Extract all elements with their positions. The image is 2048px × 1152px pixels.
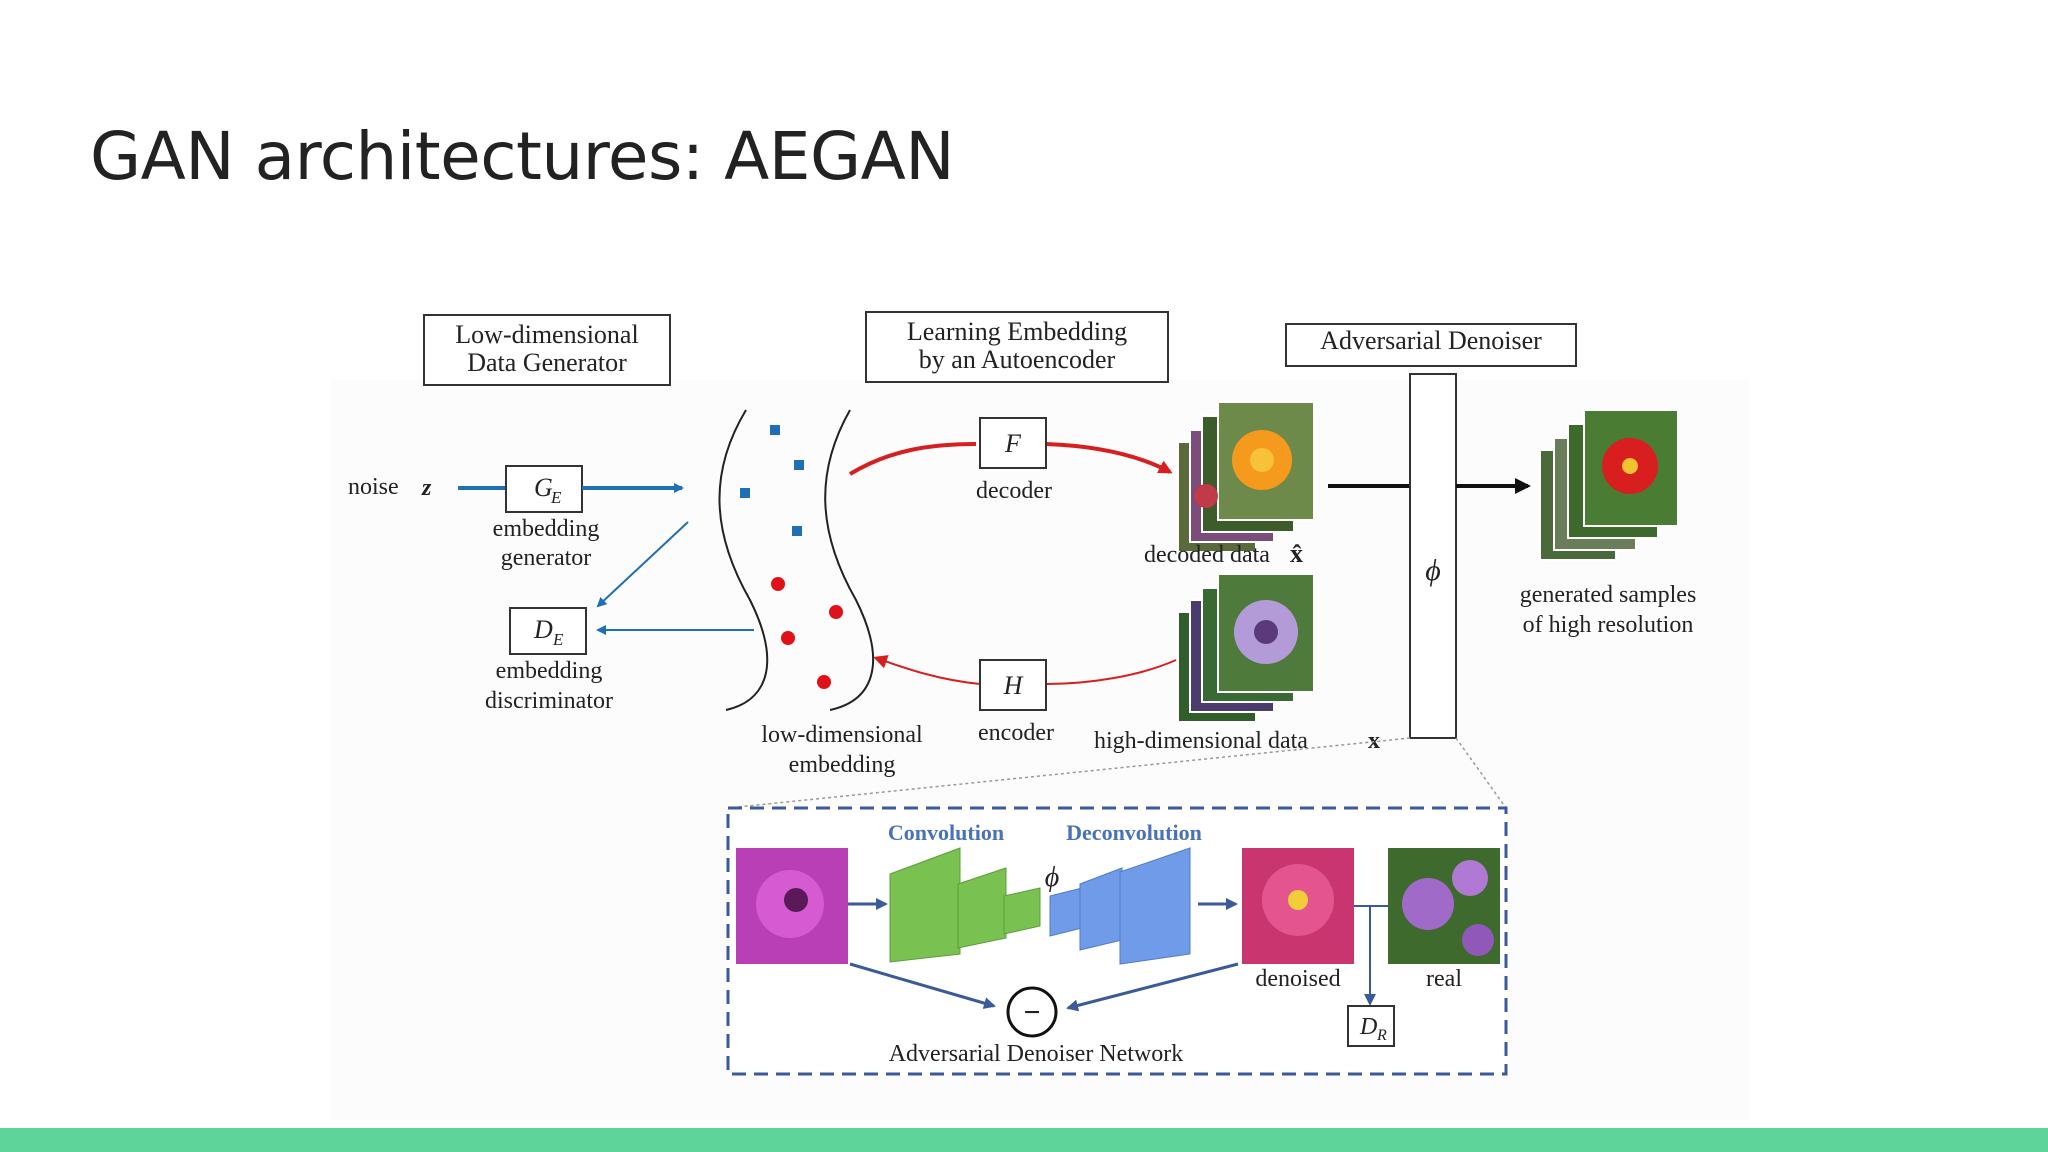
embedding-point-real xyxy=(781,631,795,645)
embedding-point-generated xyxy=(740,488,750,498)
header-autoencoder-line2: by an Autoencoder xyxy=(919,345,1116,374)
generator-subscript: E xyxy=(550,488,562,507)
deconvolution-label: Deconvolution xyxy=(1066,820,1202,845)
deconv-layer-1 xyxy=(1049,887,1083,937)
decoded-data-images xyxy=(1177,401,1315,553)
header-autoencoder: Learning Embedding by an Autoencoder xyxy=(865,311,1169,383)
noise-label: noise xyxy=(348,474,399,500)
discriminator-label-line1: embedding xyxy=(496,658,603,684)
data-to-encoder-arrow xyxy=(1045,659,1177,685)
decoder-label: decoder xyxy=(976,478,1052,504)
embedding-point-real xyxy=(817,675,831,689)
header-autoencoder-line1: Learning Embedding xyxy=(907,317,1127,346)
embedding-discriminator-box: D E xyxy=(509,607,587,655)
network-phi-symbol: ϕ xyxy=(1045,862,1060,893)
aegan-architecture-figure: Low-dimensional Data Generator Learning … xyxy=(330,300,1750,1120)
embedding-point-real xyxy=(829,605,843,619)
minus-symbol: − xyxy=(1023,996,1040,1029)
header-generator-line1: Low-dimensional xyxy=(455,320,638,349)
aegan-diagram-svg: Low-dimensional Data Generator Learning … xyxy=(330,311,1750,1120)
embedding-label-line2: embedding xyxy=(789,752,896,778)
denoiser-network-title: Adversarial Denoiser Network xyxy=(889,1041,1184,1067)
denoiser-network-panel: Convolution ϕ Deconvolution denoised rea… xyxy=(726,806,1508,1076)
deconv-layer-3 xyxy=(1119,847,1191,965)
generated-to-discriminator-arrow xyxy=(596,521,689,608)
embedding-label-line1: low-dimensional xyxy=(761,722,923,748)
slide-title: GAN architectures: AEGAN xyxy=(90,118,955,195)
minus-node xyxy=(1006,986,1058,1038)
discriminator-subscript: E xyxy=(552,630,564,649)
denoiser-discriminator-box: D R xyxy=(1347,1005,1395,1047)
decoded-data-symbol: x̂ xyxy=(1290,539,1303,568)
embedding-manifold xyxy=(718,409,875,711)
dr-symbol: D xyxy=(1359,1014,1377,1040)
embedding-to-decoder-arrow xyxy=(848,442,977,476)
discriminator-label-line2: discriminator xyxy=(485,688,613,714)
generated-samples-label-line2: of high resolution xyxy=(1523,612,1694,638)
embedding-point-generated xyxy=(792,526,802,536)
encoder-label: encoder xyxy=(978,720,1054,746)
embedding-point-real xyxy=(771,577,785,591)
dr-subscript: R xyxy=(1376,1027,1387,1044)
header-denoiser-text: Adversarial Denoiser xyxy=(1320,326,1542,355)
embedding-point-generated xyxy=(770,425,780,435)
embedding-generator-box: G E xyxy=(505,465,583,513)
encoder-symbol: H xyxy=(1003,671,1024,700)
decoder-box: F xyxy=(979,417,1047,469)
zoom-line-left xyxy=(727,737,1411,809)
encoder-to-embedding-arrow xyxy=(873,655,981,685)
convolution-label: Convolution xyxy=(888,820,1004,845)
decoder-to-decoded-arrow xyxy=(1045,442,1173,474)
generator-label-line2: generator xyxy=(501,545,592,571)
header-low-dim-generator: Low-dimensional Data Generator xyxy=(423,314,671,386)
discriminator-symbol: D xyxy=(533,615,553,644)
conv-layer-3 xyxy=(1003,887,1041,935)
conv-layer-2 xyxy=(957,867,1007,949)
input-to-minus-arrow xyxy=(849,962,996,1009)
denoised-label: denoised xyxy=(1255,966,1340,992)
generated-samples-images xyxy=(1539,409,1679,561)
generated-samples-label-line1: generated samples xyxy=(1520,582,1697,608)
decoder-symbol: F xyxy=(1004,429,1022,458)
encoder-box: H xyxy=(979,659,1047,711)
header-generator-line2: Data Generator xyxy=(467,348,627,377)
zoom-line-right xyxy=(1455,737,1507,809)
denoiser-phi-block: ϕ xyxy=(1409,373,1457,739)
high-dim-data-images xyxy=(1177,573,1315,723)
embedding-point-generated xyxy=(794,460,804,470)
noise-symbol: z xyxy=(421,475,432,501)
denoiser-phi-symbol: ϕ xyxy=(1425,554,1441,587)
decoded-data-label: decoded data xyxy=(1144,542,1270,568)
header-adversarial-denoiser: Adversarial Denoiser xyxy=(1285,323,1577,367)
high-dim-data-label: high-dimensional data xyxy=(1094,728,1308,754)
generator-symbol: G xyxy=(534,473,553,502)
denoised-to-minus-arrow xyxy=(1066,962,1239,1012)
conv-layer-1 xyxy=(889,847,961,963)
slide-accent-bar xyxy=(0,1128,2048,1152)
generator-label-line1: embedding xyxy=(493,516,600,542)
real-label: real xyxy=(1426,966,1462,992)
